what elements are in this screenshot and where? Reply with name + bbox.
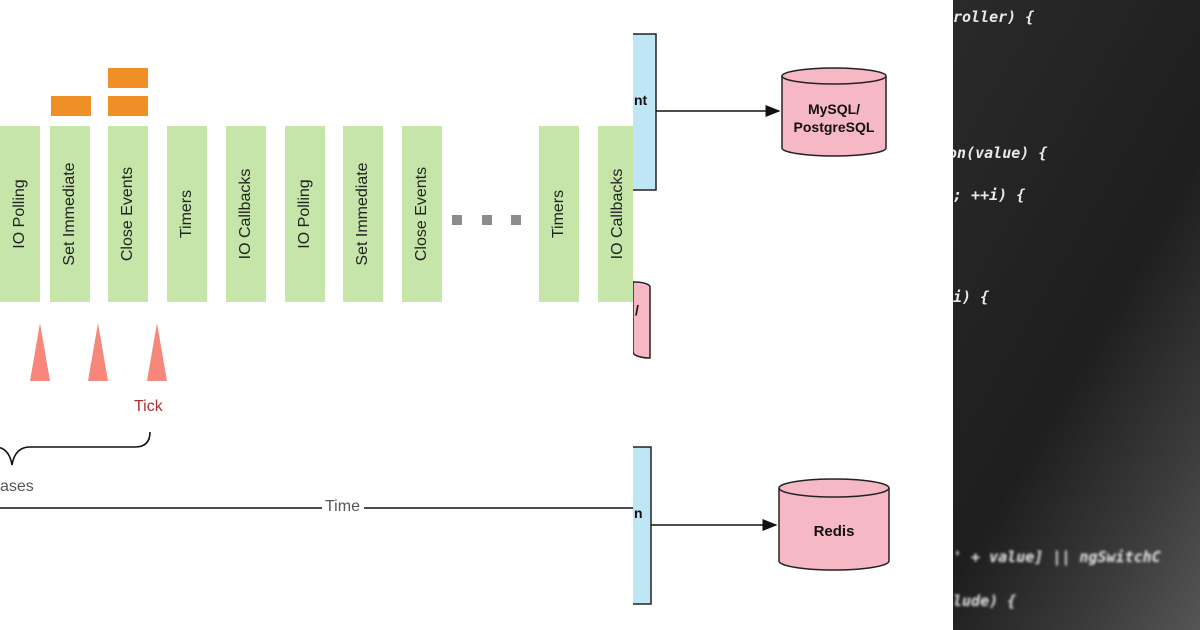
phase-column: IO Callbacks (598, 126, 633, 302)
queued-event-block (108, 96, 148, 116)
server-box (633, 33, 657, 191)
tick-triangle (30, 323, 50, 381)
phase-column: Timers (539, 126, 579, 302)
phase-column: Set Immediate (50, 126, 90, 302)
brace-and-timeline (0, 431, 633, 509)
phase-column: Close Events (402, 126, 442, 302)
phase-column: IO Polling (285, 126, 325, 302)
phase-column: Close Events (108, 126, 148, 302)
phases-label: ases (0, 478, 34, 495)
server-label-partial: nt (634, 92, 648, 108)
tick-triangle (147, 323, 167, 381)
server-label-partial: n (634, 505, 643, 521)
code-photo-panel: roller) { ion(value) { ; ++i) { i) { ' + val… (953, 0, 1200, 630)
code-line: roller) { (953, 8, 1035, 26)
database-label-partial: / (635, 302, 639, 318)
db-label-line: MySQL/ (807, 101, 861, 117)
code-line: ' + value] || ngSwitchC (953, 548, 1161, 566)
phase-column: Timers (167, 126, 207, 302)
tick-triangle (88, 323, 108, 381)
ellipsis-dot (511, 215, 521, 225)
code-line: i) { (953, 288, 990, 306)
redis-label: Redis (813, 523, 855, 540)
time-label: Time (325, 498, 360, 515)
ellipsis-dot (452, 215, 462, 225)
queued-event-block (108, 68, 148, 88)
redis-database (778, 478, 890, 571)
architecture-panel: nt n / MySQL/ PostgreSQL Redis (633, 0, 953, 630)
code-line: lude) { (953, 592, 1017, 610)
code-line: ion(value) { (953, 144, 1048, 162)
phase-column: IO Polling (0, 126, 40, 302)
server-box (633, 446, 652, 605)
db-label-line: PostgreSQL (793, 119, 875, 135)
code-line: ; ++i) { (953, 186, 1026, 204)
mysql-postgres-database (781, 67, 887, 157)
architecture-diagram (633, 33, 890, 605)
partial-database (633, 281, 651, 359)
tick-label: Tick (134, 398, 163, 415)
phase-column: Set Immediate (343, 126, 383, 302)
queued-event-block (51, 96, 91, 116)
phase-column: IO Callbacks (226, 126, 266, 302)
ellipsis-dot (482, 215, 492, 225)
mysql-postgres-label: MySQL/ PostgreSQL (782, 100, 886, 136)
